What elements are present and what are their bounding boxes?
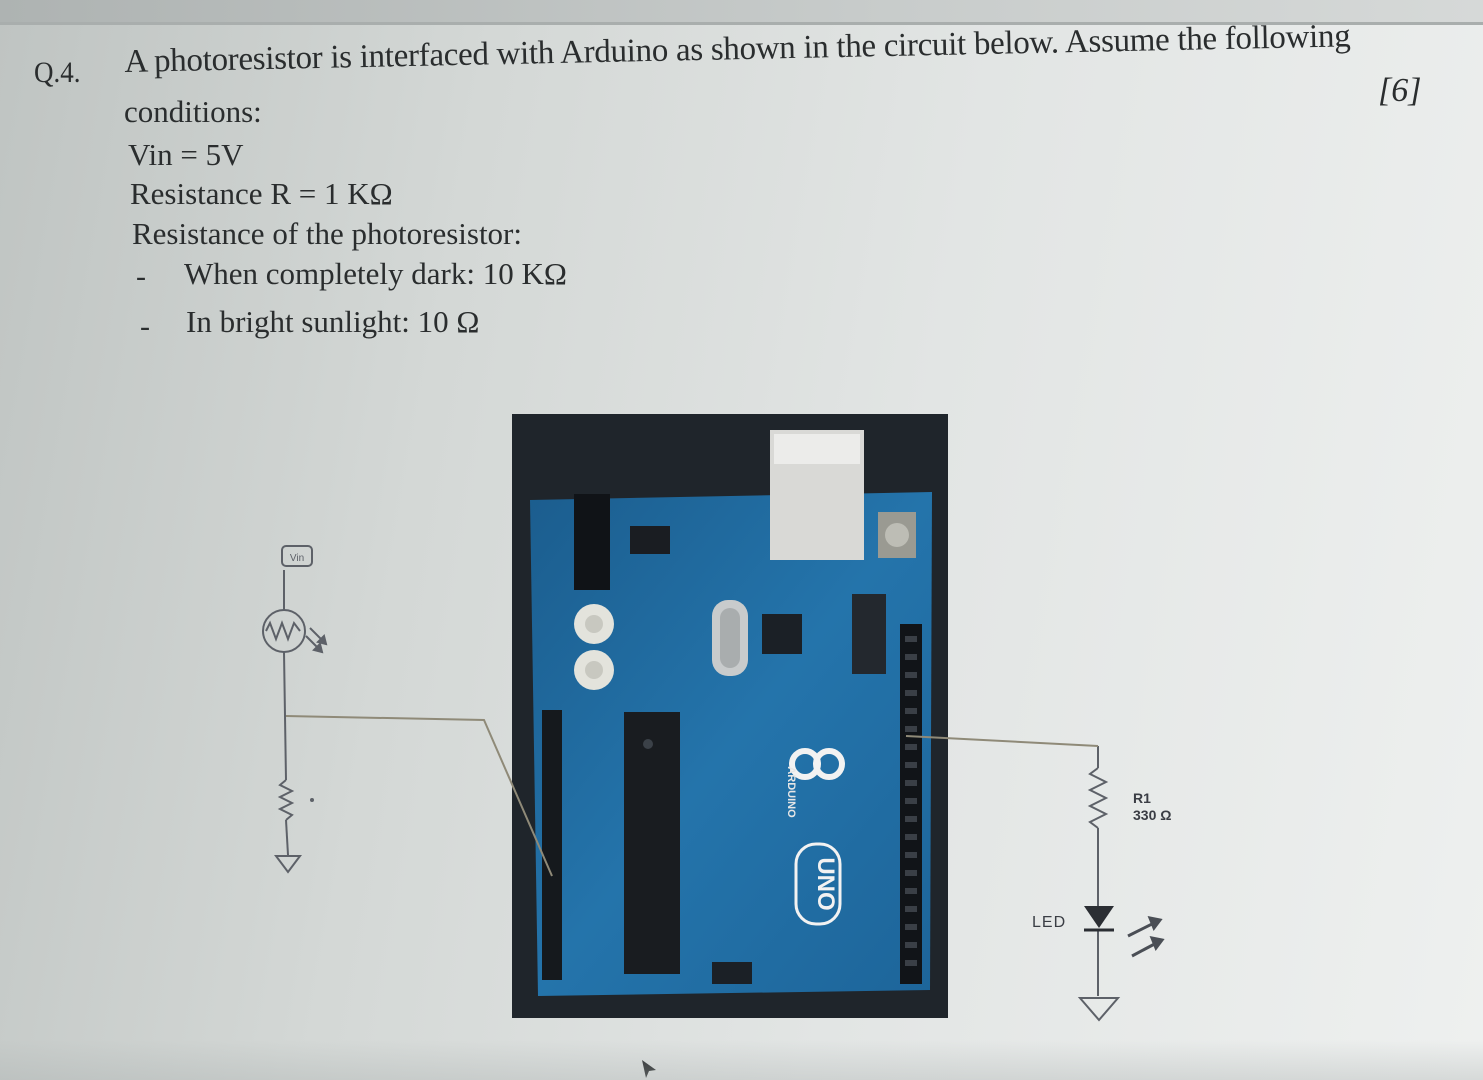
- page-edge: [0, 22, 1483, 25]
- arduino-uno-photo: UNO ARDUINO: [512, 414, 948, 1018]
- bullet-marker: -: [136, 260, 146, 293]
- r1-value: 330 Ω: [1133, 807, 1172, 823]
- condition-photoresistor-heading: Resistance of the photoresistor:: [132, 216, 522, 251]
- board-brand-text: ARDUINO: [785, 766, 797, 818]
- mouse-pointer-icon: [642, 1060, 656, 1078]
- condition-vin: Vin = 5V: [128, 137, 244, 172]
- condition-sunlight-resistance: In bright sunlight: 10 Ω: [186, 304, 480, 339]
- condition-resistance-r: Resistance R = 1 KΩ: [130, 176, 393, 211]
- condition-dark-resistance: When completely dark: 10 KΩ: [184, 256, 567, 291]
- question-number: Q.4.: [34, 56, 81, 89]
- screen-top-band: [0, 0, 1483, 22]
- vin-source-label: Vin: [290, 553, 304, 564]
- bullet-marker: -: [140, 310, 150, 343]
- bottom-shadow: [0, 1040, 1483, 1080]
- board-uno-text: UNO: [812, 857, 839, 910]
- r1-name: R1: [1133, 790, 1151, 806]
- r1-label-block: R1 330 Ω: [1133, 790, 1171, 824]
- question-text-continued: conditions:: [124, 94, 262, 129]
- question-marks: [6]: [1378, 72, 1422, 109]
- led-label: LED: [1032, 914, 1067, 931]
